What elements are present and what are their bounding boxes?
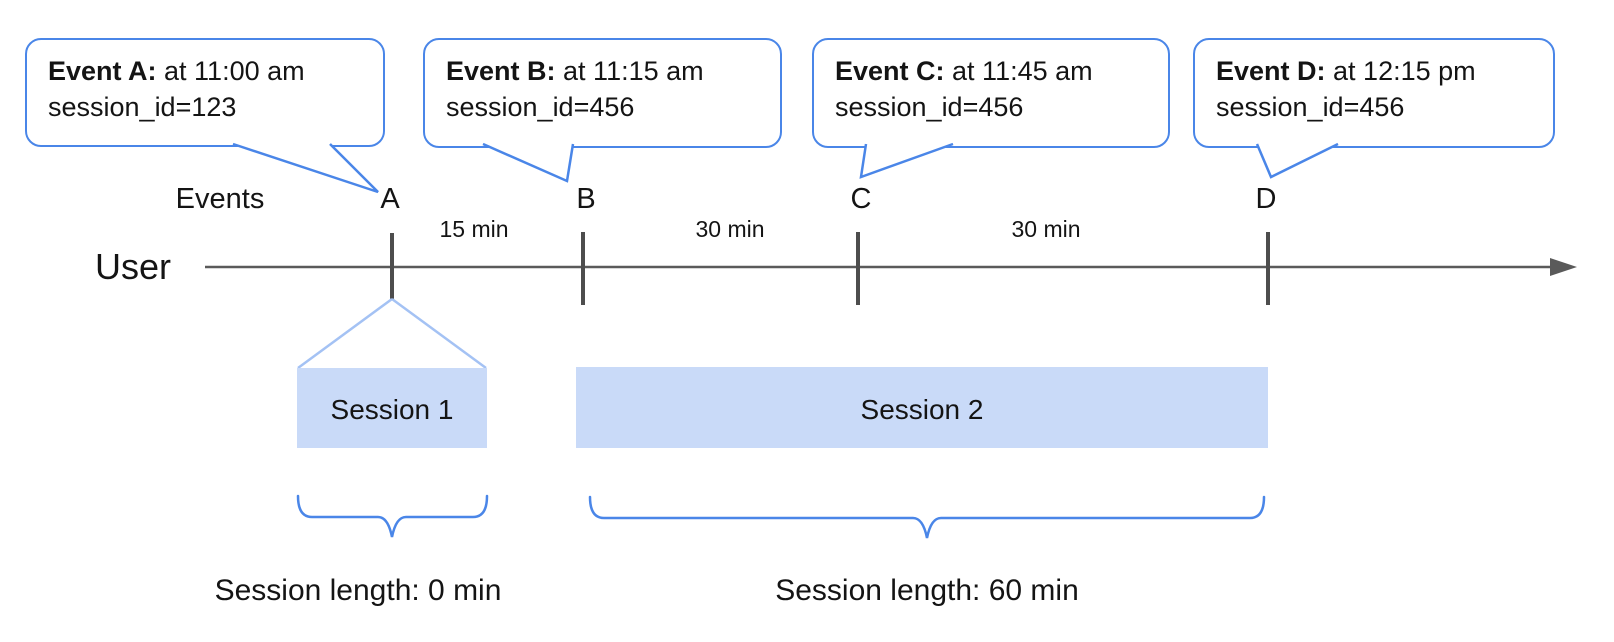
event-c-callout: Event C: at 11:45 am session_id=456 <box>812 38 1170 148</box>
event-a-callout-tail <box>232 142 379 194</box>
event-c-marker-label: C <box>850 183 872 215</box>
interval-b-c-label: 30 min <box>695 216 765 242</box>
event-d-marker-label: D <box>1255 183 1277 215</box>
event-a-time: at 11:00 am <box>156 56 305 86</box>
session-2-label: Session 2 <box>860 394 984 425</box>
event-d-callout: Event D: at 12:15 pm session_id=456 <box>1193 38 1555 148</box>
user-axis-label: User <box>95 246 172 287</box>
interval-c-d-label: 30 min <box>1011 216 1081 242</box>
event-a-callout: Event A: at 11:00 am session_id=123 <box>25 38 385 147</box>
event-c-session-id: session_id=456 <box>835 92 1024 122</box>
event-a-marker-label: A <box>380 183 400 215</box>
session-1-label: Session 1 <box>330 394 454 425</box>
session-1-funnel-lines <box>297 297 487 370</box>
session-2-bar <box>576 367 1268 448</box>
event-b-callout: Event B: at 11:15 am session_id=456 <box>423 38 782 148</box>
event-b-session-id: session_id=456 <box>446 92 635 122</box>
events-axis-label: Events <box>175 183 265 215</box>
session-1-length-label: Session length: 0 min <box>214 574 502 607</box>
event-a-session-id: session_id=123 <box>48 92 237 122</box>
event-c-time: at 11:45 am <box>944 56 1093 86</box>
event-b-marker-label: B <box>576 183 596 215</box>
session-1-bar <box>297 368 487 448</box>
session-2-brace <box>588 495 1266 539</box>
event-c-callout-tail <box>859 142 954 179</box>
event-d-title: Event D: <box>1216 56 1326 86</box>
event-d-time: at 12:15 pm <box>1325 56 1476 86</box>
event-a-title: Event A: <box>48 56 157 86</box>
interval-a-b-label: 15 min <box>439 216 509 242</box>
event-b-title: Event B: <box>446 56 556 86</box>
event-c-title: Event C: <box>835 56 945 86</box>
event-d-session-id: session_id=456 <box>1216 92 1405 122</box>
event-b-time: at 11:15 am <box>555 56 704 86</box>
session-2-length-label: Session length: 60 min <box>775 574 1079 607</box>
timeline-arrowhead-icon <box>1550 258 1577 276</box>
event-d-callout-tail <box>1255 142 1339 179</box>
event-b-callout-tail <box>482 142 575 183</box>
session-1-brace <box>296 494 489 538</box>
